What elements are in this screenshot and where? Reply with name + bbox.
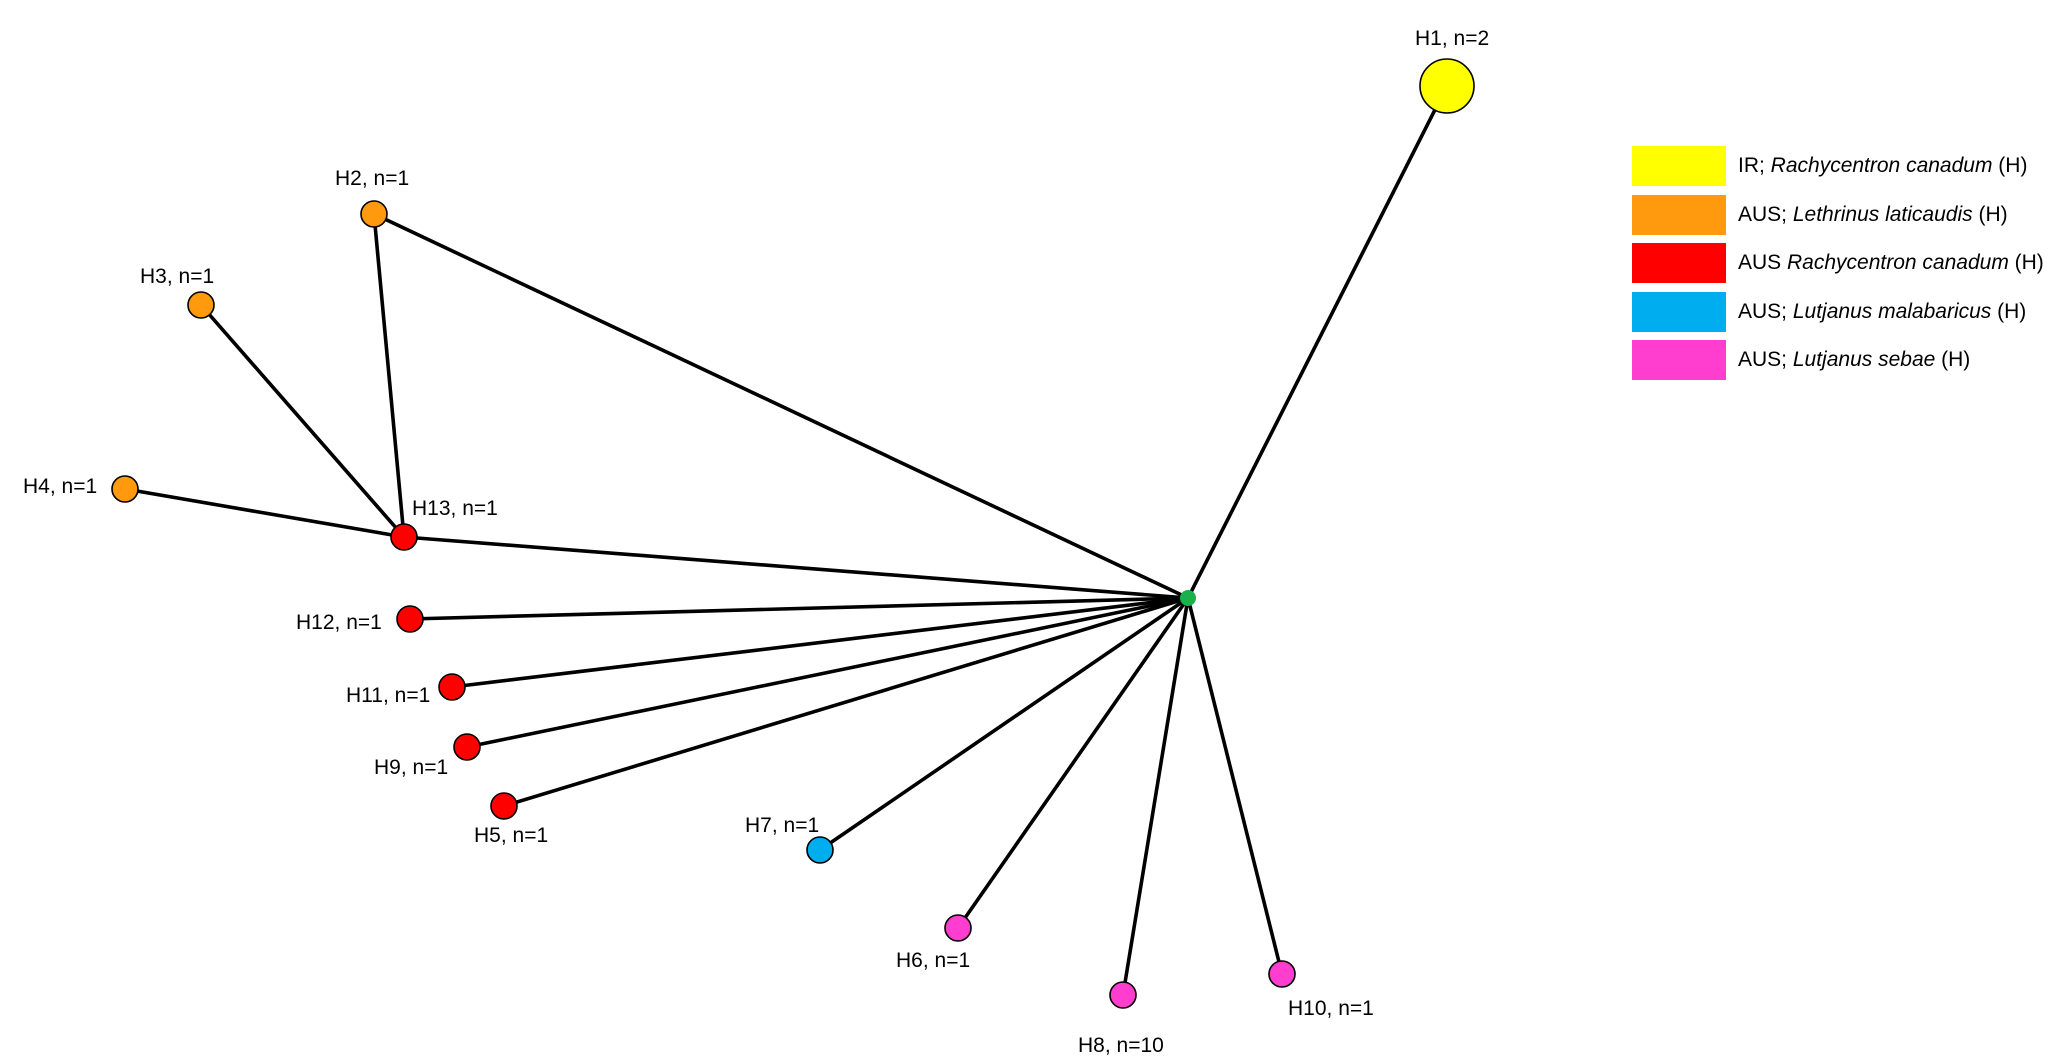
node-label-h11: H11, n=1 bbox=[346, 684, 430, 707]
node-h3 bbox=[187, 291, 215, 319]
legend-suffix: (H) bbox=[2008, 251, 2044, 274]
node-label-h9: H9, n=1 bbox=[374, 756, 448, 779]
node-h4 bbox=[111, 475, 139, 503]
legend-prefix: IR; bbox=[1738, 154, 1771, 177]
legend-item: AUS; Lethrinus laticaudis (H) bbox=[1632, 194, 2044, 235]
node-label-h3: H3, n=1 bbox=[140, 265, 214, 288]
edge-hub-h7 bbox=[818, 596, 1190, 852]
node-label-h8: H8, n=10 bbox=[1078, 1034, 1164, 1057]
node-h8 bbox=[1109, 981, 1137, 1009]
node-h2 bbox=[360, 200, 388, 228]
legend-prefix: AUS bbox=[1738, 251, 1788, 274]
legend-suffix: (H) bbox=[1935, 348, 1971, 371]
node-h13 bbox=[390, 523, 418, 551]
node-label-h4: H4, n=1 bbox=[23, 475, 97, 498]
edge-hub-h9 bbox=[466, 596, 1189, 749]
edge-hub-h13 bbox=[403, 535, 1189, 600]
legend-prefix: AUS; bbox=[1738, 299, 1793, 323]
legend-swatch bbox=[1632, 243, 1726, 283]
legend-label: AUS; Lethrinus laticaudis (H) bbox=[1738, 203, 2008, 227]
node-label-h13: H13, n=1 bbox=[412, 497, 498, 520]
legend-suffix: (H) bbox=[1972, 202, 2008, 226]
legend-label: AUS; Lutjanus malabaricus (H) bbox=[1738, 300, 2026, 324]
legend-species: Lutjanus malabaricus bbox=[1792, 299, 1992, 323]
legend: IR; Rachycentron canadum (H)AUS; Lethrin… bbox=[1632, 146, 2044, 389]
edge-hub-h11 bbox=[451, 596, 1189, 689]
legend-species: Rachycentron canadum bbox=[1787, 251, 2009, 274]
legend-swatch bbox=[1632, 194, 1726, 235]
legend-species: Rachycentron canadum bbox=[1770, 154, 1993, 177]
legend-swatch bbox=[1632, 291, 1726, 332]
node-label-h7: H7, n=1 bbox=[745, 814, 819, 837]
legend-prefix: AUS; bbox=[1738, 348, 1793, 371]
legend-item: AUS; Lutjanus sebae (H) bbox=[1632, 340, 2044, 380]
edge-hub-h1 bbox=[1186, 85, 1449, 599]
edge-hub-h10 bbox=[1186, 597, 1284, 975]
node-label-h1: H1, n=2 bbox=[1415, 27, 1489, 50]
hub-node bbox=[1180, 590, 1196, 606]
network-nodes bbox=[111, 58, 1475, 1009]
legend-label: AUS Rachycentron canadum (H) bbox=[1738, 251, 2044, 275]
node-h10 bbox=[1268, 960, 1296, 988]
node-label-h2: H2, n=1 bbox=[335, 167, 409, 190]
node-label-h5: H5, n=1 bbox=[474, 824, 548, 847]
edge-h13-h4 bbox=[124, 487, 405, 539]
legend-label: IR; Rachycentron canadum (H) bbox=[1738, 154, 2027, 178]
legend-swatch bbox=[1632, 146, 1726, 186]
legend-label: AUS; Lutjanus sebae (H) bbox=[1738, 348, 1970, 372]
edge-hub-h8 bbox=[1121, 597, 1190, 996]
legend-species: Lethrinus laticaudis bbox=[1792, 202, 1973, 226]
node-h11 bbox=[438, 673, 466, 701]
node-h6 bbox=[944, 914, 972, 942]
legend-species: Lutjanus sebae bbox=[1792, 348, 1936, 371]
node-label-h6: H6, n=1 bbox=[896, 949, 970, 972]
edge-hub-h5 bbox=[503, 596, 1189, 808]
node-h7 bbox=[806, 836, 834, 864]
edge-h13-h3 bbox=[199, 303, 406, 539]
edge-hub-h2 bbox=[373, 212, 1189, 600]
node-h9 bbox=[453, 733, 481, 761]
legend-suffix: (H) bbox=[1991, 299, 2027, 323]
node-h12 bbox=[396, 605, 424, 633]
legend-item: IR; Rachycentron canadum (H) bbox=[1632, 146, 2044, 186]
legend-swatch bbox=[1632, 340, 1726, 380]
legend-item: AUS Rachycentron canadum (H) bbox=[1632, 243, 2044, 283]
node-h5 bbox=[490, 792, 518, 820]
node-label-h10: H10, n=1 bbox=[1288, 997, 1374, 1020]
legend-prefix: AUS; bbox=[1738, 202, 1793, 226]
legend-suffix: (H) bbox=[1992, 154, 2028, 177]
legend-item: AUS; Lutjanus malabaricus (H) bbox=[1632, 291, 2044, 332]
edge-h13-h2 bbox=[372, 213, 406, 538]
network-edges bbox=[124, 85, 1449, 996]
edge-hub-h6 bbox=[956, 596, 1190, 930]
node-h1 bbox=[1419, 58, 1475, 114]
node-label-h12: H12, n=1 bbox=[296, 611, 382, 634]
edge-hub-h12 bbox=[409, 596, 1189, 621]
